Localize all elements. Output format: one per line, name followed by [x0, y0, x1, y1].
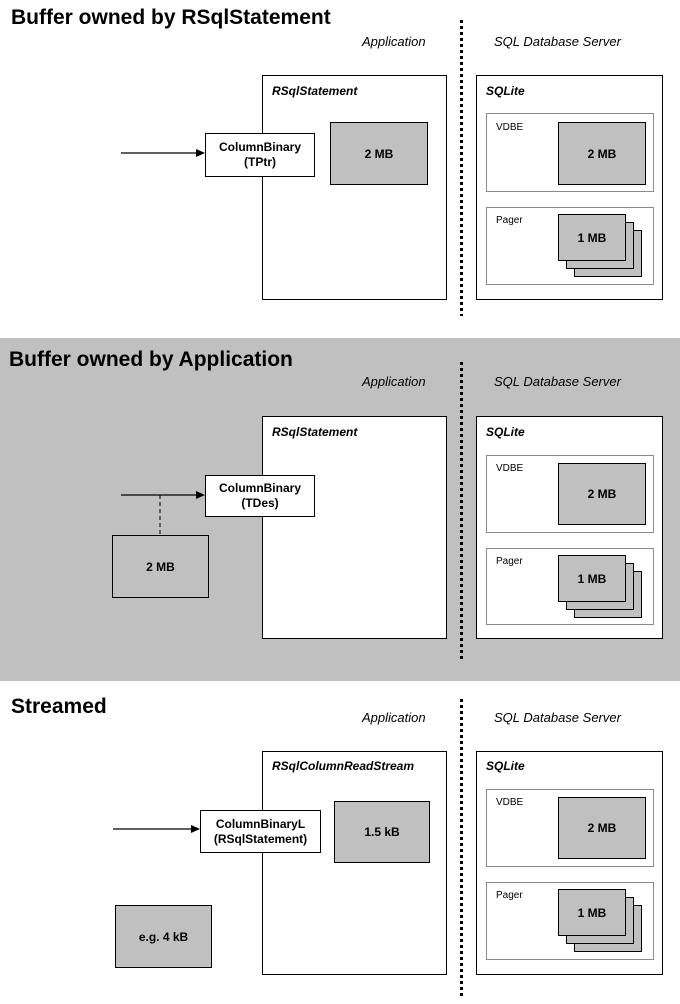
vdbe-buffer-block: 2 MB [558, 797, 646, 859]
columnbinaryl-call-box: ColumnBinaryL (RSqlStatement) [200, 810, 321, 853]
stream-buffer-block: 1.5 kB [334, 801, 430, 863]
sqlite-label: SQLite [486, 84, 525, 98]
vdbe-buffer-block: 2 MB [558, 122, 646, 185]
section-title: Streamed [11, 695, 107, 718]
rsqlcolumnreadstream-label: RSqlColumnReadStream [272, 759, 415, 773]
call-arrowhead [196, 149, 205, 157]
server-region-label: SQL Database Server [494, 710, 621, 725]
section-2-connectors [121, 491, 205, 535]
section-3-connectors [113, 825, 200, 833]
application-buffer-block: e.g. 4 kB [115, 905, 212, 968]
server-region-label: SQL Database Server [494, 34, 621, 49]
pager-page-front: 1 MB [558, 214, 626, 261]
columnbinary-call-box: ColumnBinary (TDes) [205, 475, 315, 517]
section-title: Buffer owned by RSqlStatement [11, 6, 331, 29]
client-buffer-block: 2 MB [330, 122, 428, 185]
call-name: ColumnBinary [218, 140, 301, 154]
call-arrowhead [191, 825, 200, 833]
pager-label: Pager [496, 890, 523, 901]
application-region-label: Application [362, 374, 426, 389]
application-region-label: Application [362, 34, 426, 49]
pager-page-front: 1 MB [558, 555, 626, 602]
call-name: ColumnBinaryL [215, 816, 306, 831]
vdbe-label: VDBE [496, 797, 524, 808]
rsqlstatement-box: RSqlStatement [262, 416, 447, 639]
call-name: ColumnBinary [218, 481, 301, 495]
application-buffer-block: 2 MB [112, 535, 209, 598]
rsqlstatement-label: RSqlStatement [272, 84, 358, 98]
sqlite-label: SQLite [486, 425, 525, 439]
call-arrowhead [196, 491, 205, 499]
vdbe-label: VDBE [496, 463, 524, 474]
process-boundary [460, 699, 463, 997]
rsqlcolumnreadstream-box: RSqlColumnReadStream [262, 751, 447, 975]
pager-label: Pager [496, 215, 523, 226]
columnbinary-call-box: ColumnBinary (TPtr) [205, 133, 315, 177]
section-buffer-owned-by-application: Buffer owned by Application Application … [0, 338, 680, 681]
rsqlstatement-label: RSqlStatement [272, 425, 358, 439]
call-arg: (RSqlStatement) [213, 831, 308, 846]
section-buffer-owned-by-statement: Buffer owned by RSqlStatement Applicatio… [0, 0, 680, 338]
section-1-connectors [121, 149, 205, 157]
section-title: Buffer owned by Application [9, 348, 293, 371]
rsqlstatement-box: RSqlStatement [262, 75, 447, 300]
server-region-label: SQL Database Server [494, 374, 621, 389]
sqlite-label: SQLite [486, 759, 525, 773]
pager-page-front: 1 MB [558, 889, 626, 936]
pager-label: Pager [496, 556, 523, 567]
vdbe-buffer-block: 2 MB [558, 463, 646, 525]
call-arg: (TPtr) [244, 155, 276, 169]
section-streamed: Streamed Application SQL Database Server… [0, 681, 680, 1004]
process-boundary [460, 20, 463, 316]
vdbe-label: VDBE [496, 122, 524, 133]
application-region-label: Application [362, 710, 426, 725]
process-boundary [460, 362, 463, 660]
call-arg: (TDes) [241, 496, 279, 510]
